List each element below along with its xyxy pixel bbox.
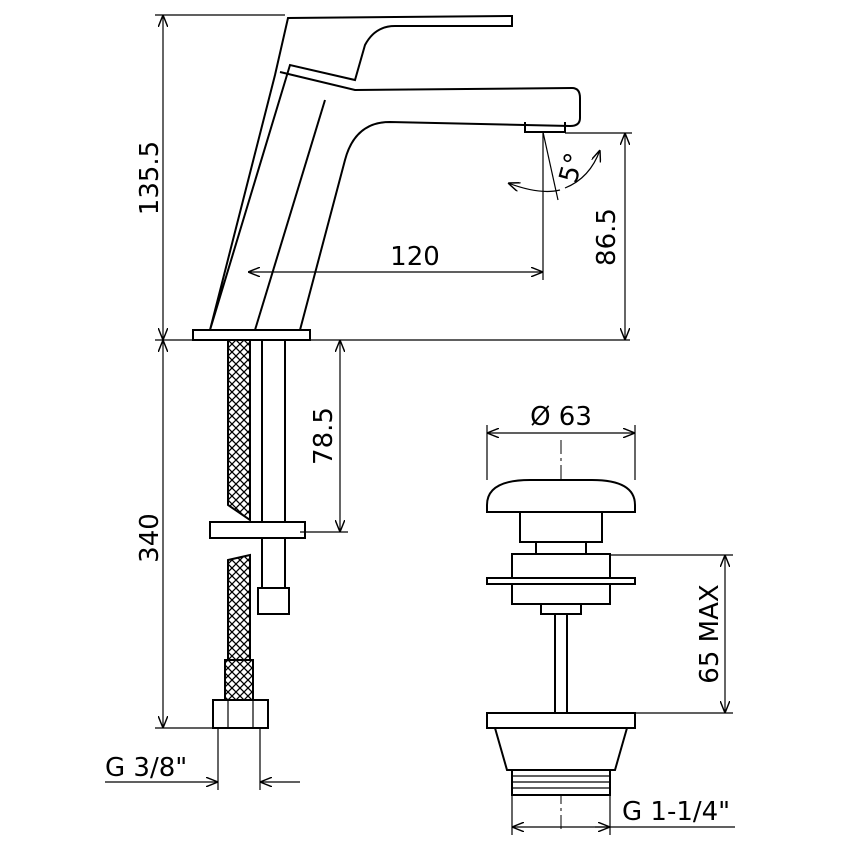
flex-hose bbox=[212, 339, 269, 729]
label-waste-height: 65 MAX bbox=[695, 584, 725, 683]
threaded-shank bbox=[209, 339, 306, 615]
label-spout-height: 86.5 bbox=[592, 208, 622, 266]
dimension-waste-thread: G 1-1/4" bbox=[511, 795, 735, 835]
label-waste-thread: G 1-1/4" bbox=[622, 797, 730, 827]
label-shank-length: 78.5 bbox=[309, 407, 339, 465]
label-spout-angle: 5° bbox=[554, 150, 591, 186]
label-total-height: 135.5 bbox=[135, 141, 165, 215]
popup-waste bbox=[486, 440, 636, 830]
dimension-shank-length: 78.5 bbox=[300, 340, 348, 533]
label-waste-diameter: Ø 63 bbox=[530, 402, 592, 432]
label-hose-thread: G 3/8" bbox=[105, 753, 187, 783]
dimension-spout-height: 86.5 bbox=[565, 132, 632, 340]
dimension-spout-angle: 5° bbox=[508, 131, 600, 201]
dimension-hose-length: 340 bbox=[135, 340, 215, 729]
dimension-hose-thread: G 3/8" bbox=[105, 728, 300, 790]
dimension-total-height: 135.5 bbox=[135, 14, 285, 340]
faucet-body bbox=[192, 14, 581, 341]
dimension-spout-reach: 120 bbox=[248, 132, 544, 280]
dimension-waste-diameter: Ø 63 bbox=[486, 402, 636, 480]
dimension-waste-height: 65 MAX bbox=[610, 554, 733, 714]
label-spout-reach: 120 bbox=[390, 242, 440, 272]
label-hose-length: 340 bbox=[135, 513, 165, 563]
